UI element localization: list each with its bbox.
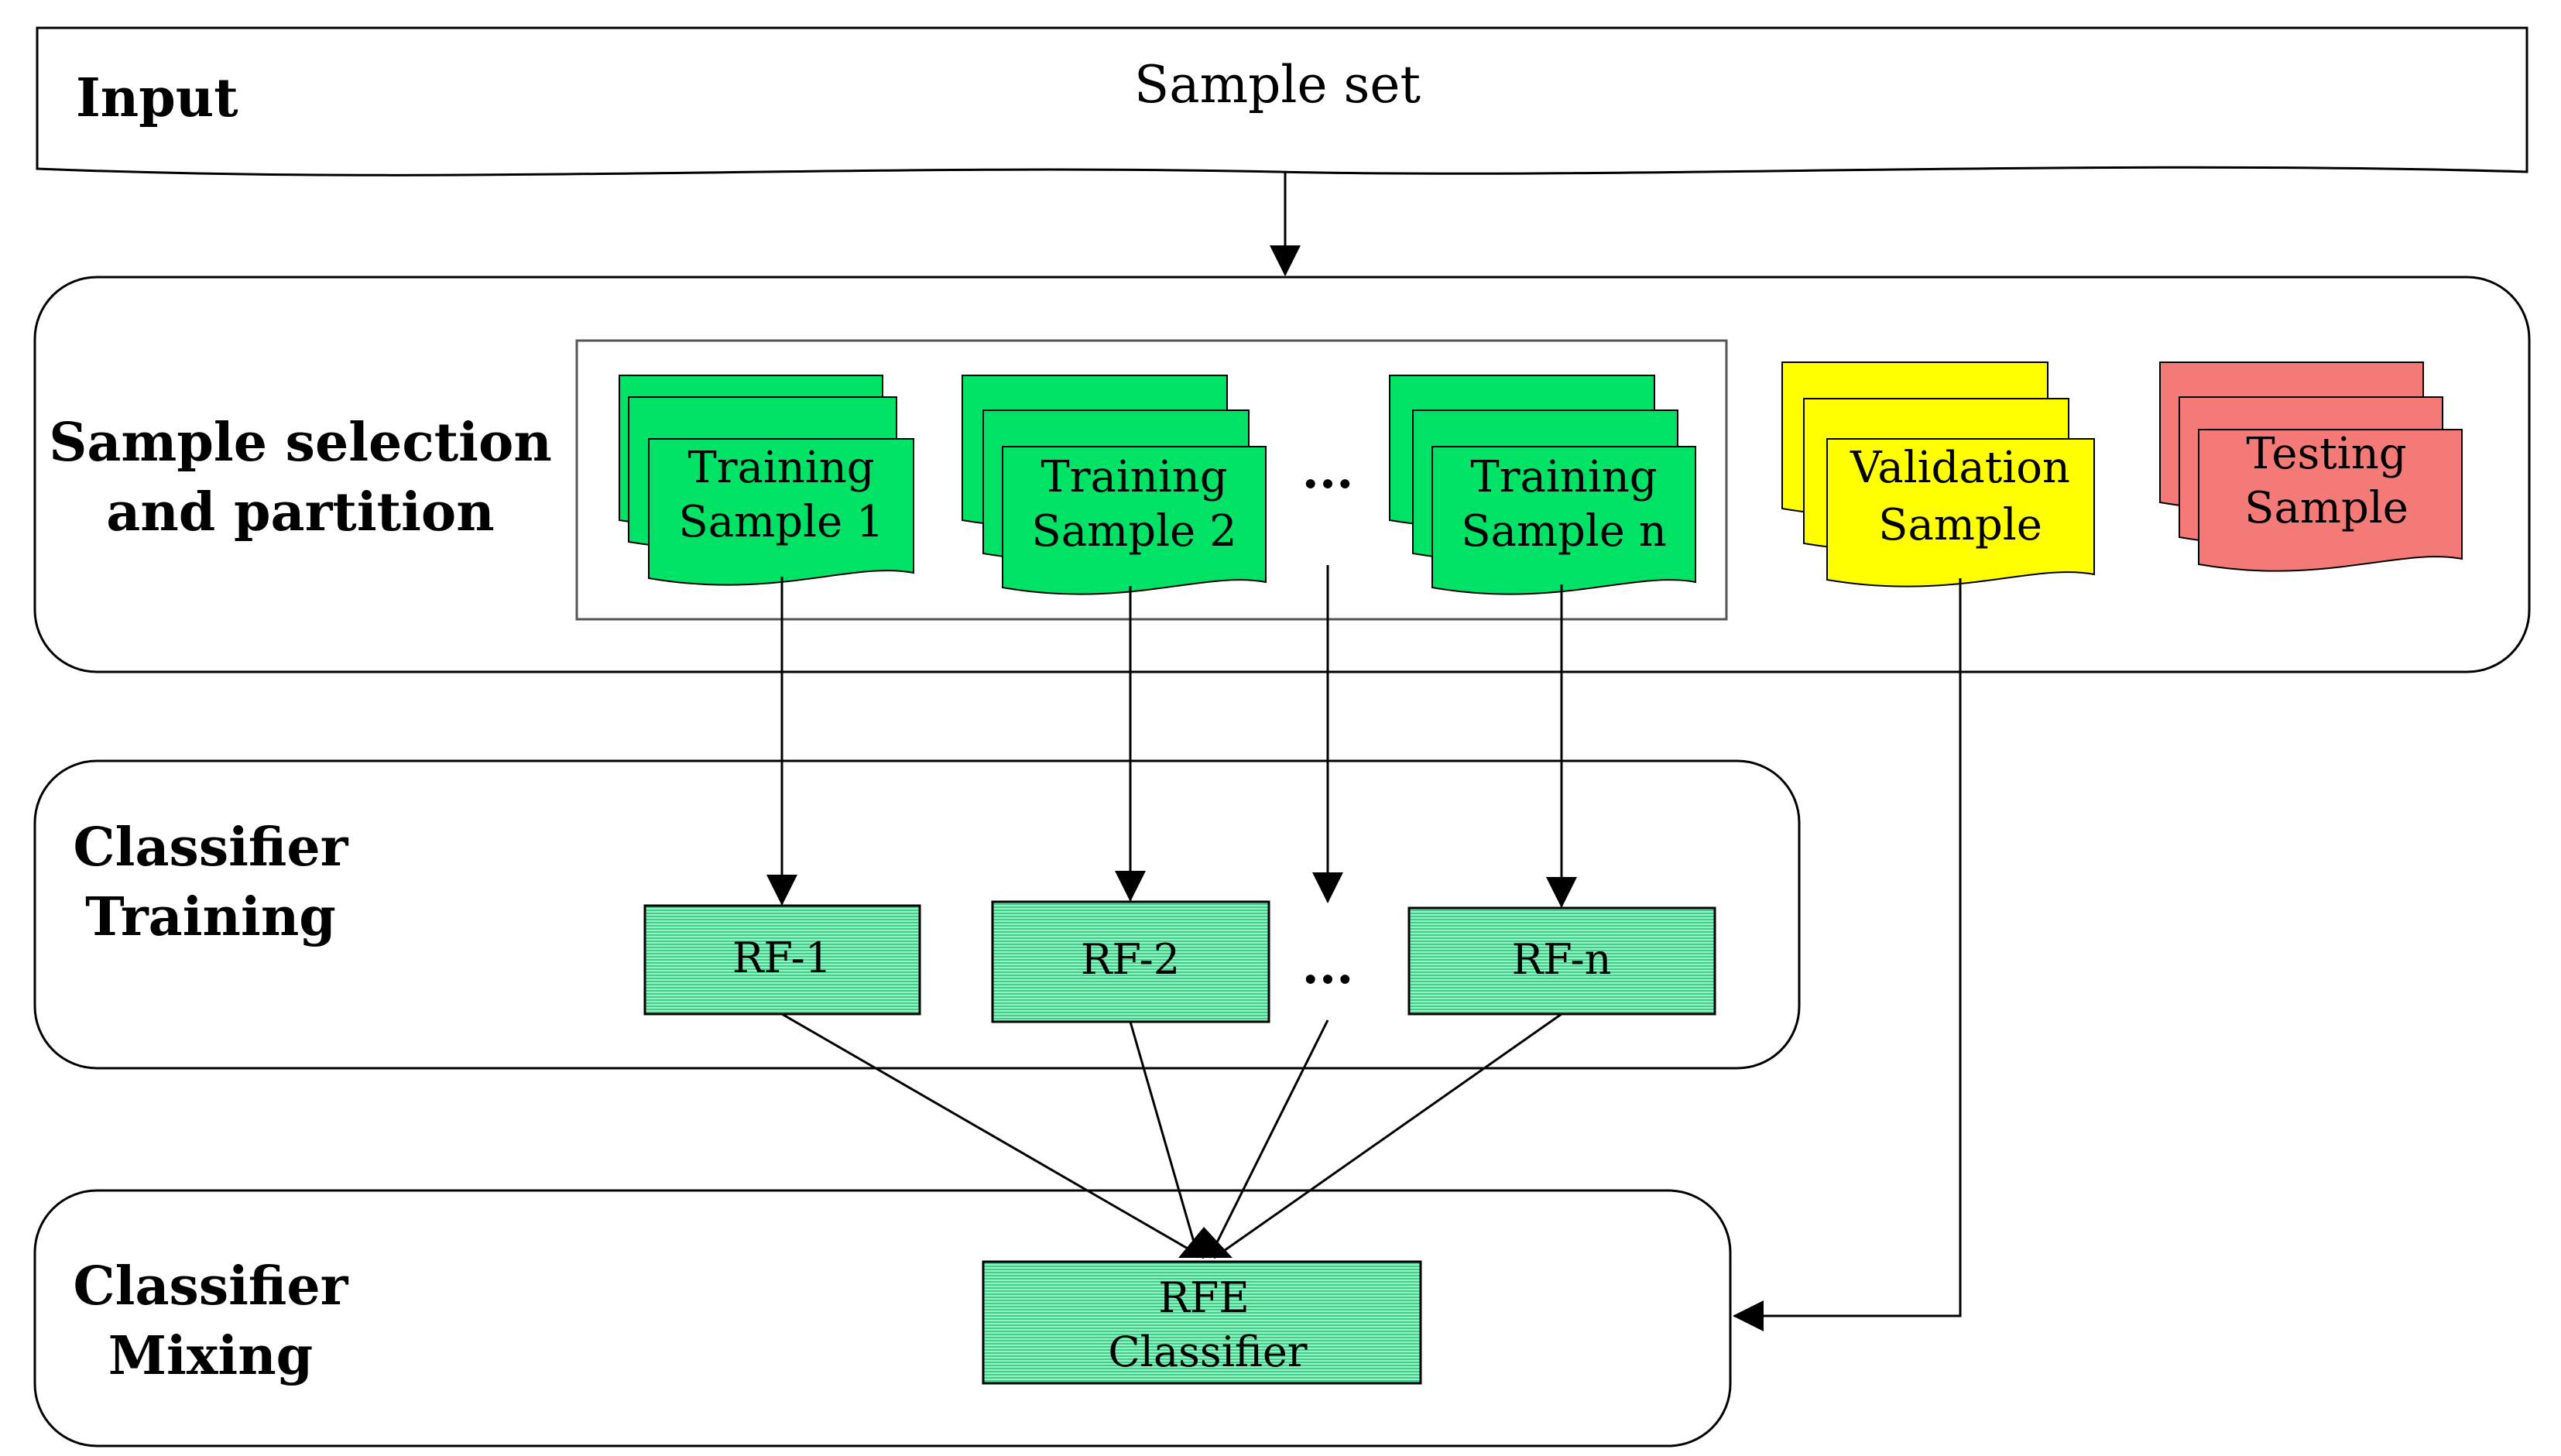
training-sample-1-line1: Training [687, 443, 874, 493]
rf-2-box: RF-2 [991, 900, 1270, 1023]
training-sample-1-stack: Training Sample 1 [619, 375, 914, 586]
training-samples-ellipsis: ... [1302, 442, 1354, 500]
line-ellipsis-to-rfe [1208, 1019, 1329, 1259]
training-sample-n-line2: Sample n [1461, 506, 1667, 557]
rf-n-box: RF-n [1407, 906, 1716, 1016]
training-sample-2-line2: Sample 2 [1031, 506, 1236, 557]
mixing-section [33, 1189, 1732, 1447]
training-sample-1-line2: Sample 1 [678, 497, 883, 547]
training-sample-n-line1: Training [1470, 452, 1657, 502]
selection-section [33, 276, 2531, 673]
training-label-line1: Classifier [74, 817, 349, 879]
training-samples-group [575, 339, 1728, 621]
validation-sample-line2: Sample [1878, 500, 2042, 550]
mixing-label-line1: Classifier [74, 1256, 349, 1317]
line-rfn-to-rfe [1213, 1012, 1562, 1259]
selection-label-line2: and partition [106, 481, 494, 543]
rfe-classifier-box: RFE Classifier [982, 1260, 1422, 1385]
training-sample-n-stack: Training Sample n [1389, 375, 1696, 595]
rfe-line1: RFE [1158, 1273, 1250, 1322]
testing-sample-line1: Testing [2246, 429, 2406, 479]
input-content: Sample set [1134, 55, 1421, 115]
rf-2-label: RF-2 [1081, 935, 1180, 984]
validation-sample-line1: Validation [1850, 443, 2070, 493]
classifiers-ellipsis: ... [1302, 937, 1354, 995]
mixing-label-line2: Mixing [108, 1325, 313, 1387]
line-rf1-to-rfe [781, 1012, 1205, 1259]
validation-sample-stack: Validation Sample [1781, 361, 2095, 588]
line-rf2-to-rfe [1129, 1021, 1200, 1259]
testing-sample-line2: Sample [2244, 483, 2408, 533]
rf-1-box: RF-1 [643, 904, 921, 1016]
training-sample-2-stack: Training Sample 2 [962, 375, 1267, 595]
rf-n-label: RF-n [1512, 935, 1612, 984]
input-label: Input [76, 67, 238, 129]
rf-1-label: RF-1 [732, 934, 831, 982]
training-sample-2-line1: Training [1041, 452, 1227, 502]
rfe-line2: Classifier [1108, 1328, 1307, 1376]
selection-label-line1: Sample selection [49, 412, 552, 474]
training-section [33, 759, 1801, 1070]
arrow-validation-to-mixing [1733, 578, 1962, 1331]
testing-sample-stack: Testing Sample [2159, 361, 2463, 572]
training-label-line2: Training [85, 886, 336, 948]
merge-point [1178, 1227, 1233, 1258]
input-banner [36, 26, 2528, 176]
